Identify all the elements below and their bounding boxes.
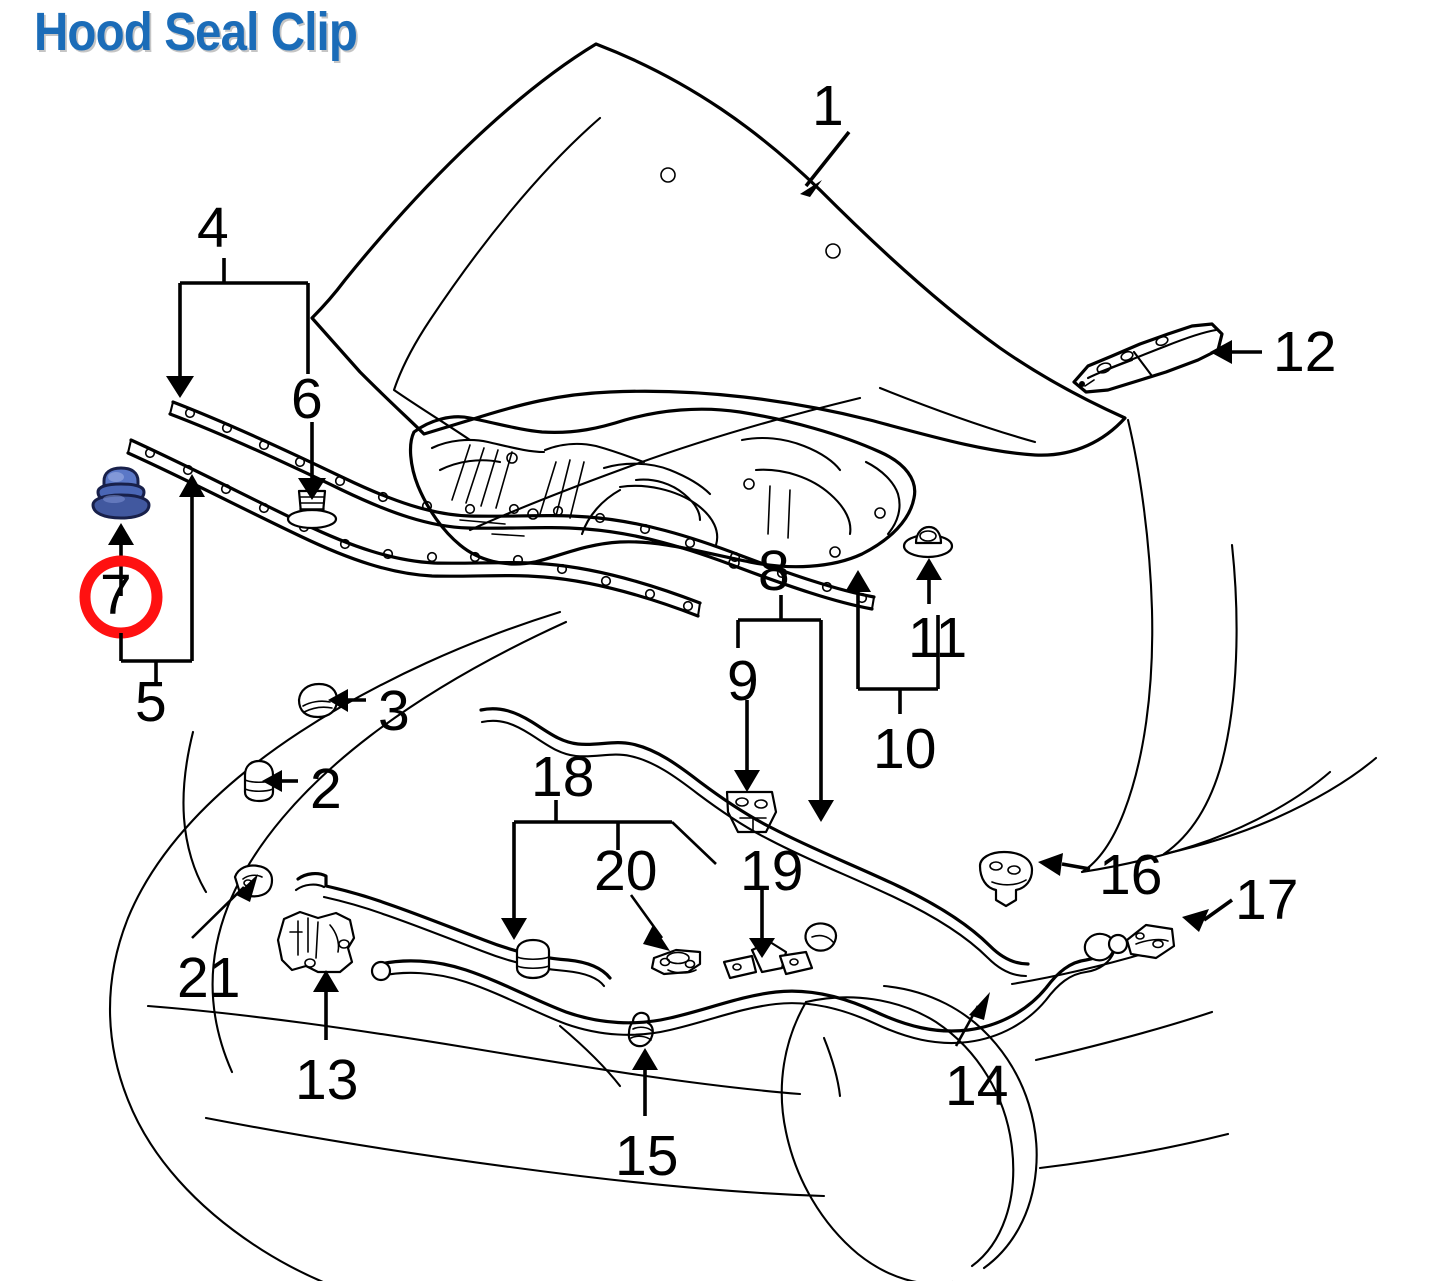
callout-label-19: 19: [740, 839, 804, 903]
callout-label-1: 1: [812, 74, 844, 138]
callout-label-2: 2: [310, 757, 342, 821]
part-7-hood-seal-clip-highlighted: [91, 466, 151, 520]
part-17-cable-bracket: [1125, 923, 1176, 960]
callout-label-15: 15: [615, 1124, 679, 1188]
part-20-cable-retainer: [650, 948, 702, 976]
page-title: Hood Seal Clip: [34, 2, 358, 62]
callout-label-6: 6: [291, 367, 323, 431]
part-2-plug: [243, 759, 275, 803]
callout-label-21: 21: [177, 946, 241, 1010]
hood-panel: [310, 42, 1127, 532]
callout-label-4: 4: [197, 196, 229, 260]
callout-label-14: 14: [945, 1054, 1009, 1118]
part-15-cable-grommet: [627, 1011, 654, 1048]
hood-seal-strip-upper: [168, 400, 876, 611]
callout-label-3: 3: [378, 679, 410, 743]
callout-label-9: 9: [727, 649, 759, 713]
part-12-hood-hinge: [1072, 322, 1224, 394]
callout-label-12: 12: [1273, 320, 1337, 384]
part-13-hood-latch: [276, 910, 356, 974]
callout-label-16: 16: [1099, 843, 1163, 907]
part-16-latch-pad: [978, 850, 1034, 908]
callout-label-10: 10: [873, 717, 937, 781]
hood-release-cable: [294, 872, 1129, 1045]
callout-leaders: [79, 130, 1262, 1116]
callout-label-20: 20: [594, 839, 658, 903]
part-11-grommet: [902, 525, 954, 559]
callout-label-17: 17: [1235, 868, 1299, 932]
callout-label-11: 11: [908, 606, 968, 670]
callout-label-13: 13: [295, 1048, 359, 1112]
callout-label-8: 8: [758, 539, 790, 603]
hood-support-rod: [479, 707, 1030, 978]
loose-clip: [804, 922, 838, 952]
callout-label-18: 18: [531, 745, 595, 809]
callout-label-7: 7: [100, 563, 132, 627]
callout-label-5: 5: [135, 670, 167, 734]
